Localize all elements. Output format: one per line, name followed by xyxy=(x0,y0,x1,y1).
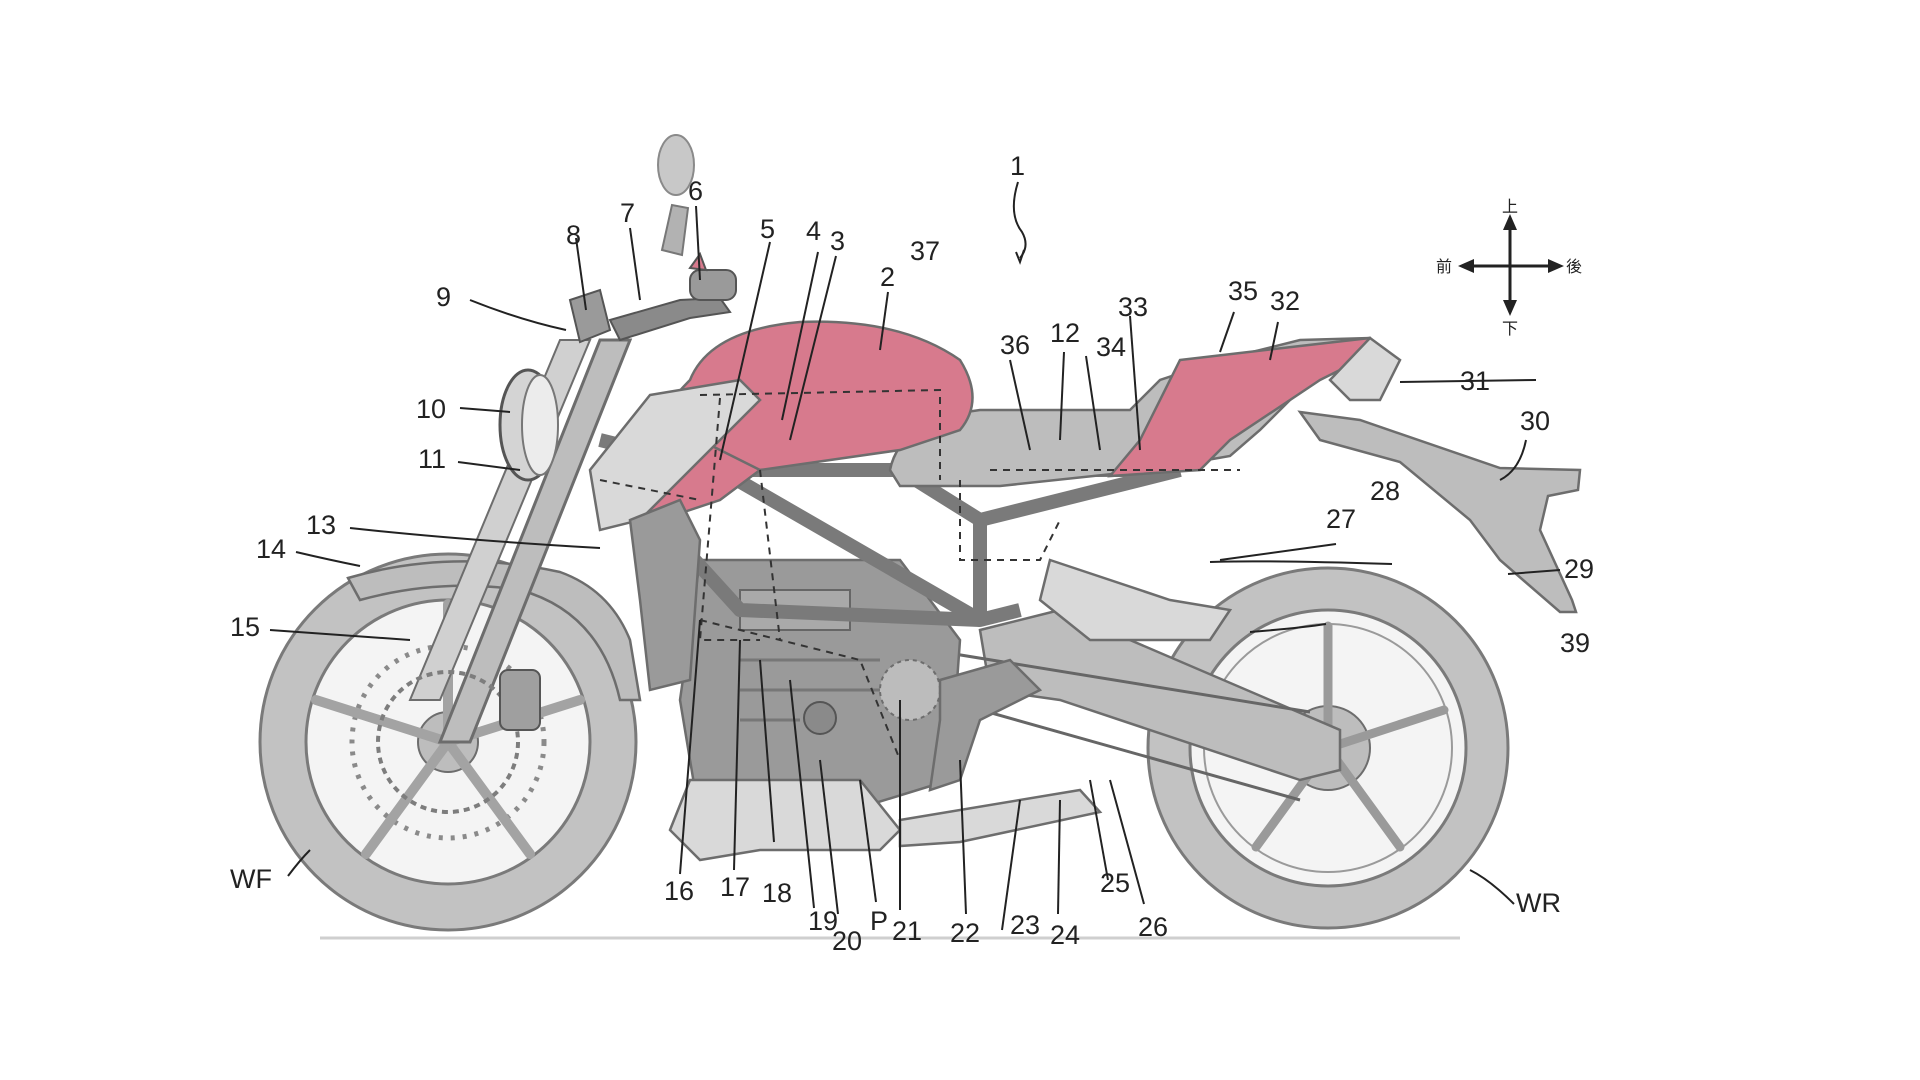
brake-caliper xyxy=(499,669,541,731)
rear-fender-bracket xyxy=(1297,410,1582,614)
ref-label-26: 26 xyxy=(1138,912,1168,942)
ref-label-3: 3 xyxy=(830,226,845,256)
ref-label-2: 2 xyxy=(880,262,895,292)
ref-label-1: 1 xyxy=(1010,151,1025,181)
ref-label-23: 23 xyxy=(1010,910,1040,940)
step-bracket xyxy=(928,658,1043,792)
radiator xyxy=(628,498,702,692)
headlight xyxy=(498,368,559,482)
ref-label-33: 33 xyxy=(1118,292,1148,322)
rear-inner-fender xyxy=(1038,558,1233,642)
ref-label-24: 24 xyxy=(1050,920,1080,950)
ref-label-WR: WR xyxy=(1516,888,1561,918)
direction-up-label: 上 xyxy=(1502,197,1518,216)
ref-label-10: 10 xyxy=(416,394,446,424)
rear-side-cover-red xyxy=(1107,336,1382,478)
ref-label-37: 37 xyxy=(910,236,940,266)
ref-label-18: 18 xyxy=(762,878,792,908)
ref-label-15: 15 xyxy=(230,612,260,642)
ref-label-17: 17 xyxy=(720,872,750,902)
ref-label-25: 25 xyxy=(1100,868,1130,898)
ref-label-8: 8 xyxy=(566,220,581,250)
ref-label-12: 12 xyxy=(1050,318,1080,348)
leader-lines xyxy=(269,181,1561,931)
ref-label-31: 31 xyxy=(1460,366,1490,396)
direction-indicator: 上 下 前 後 xyxy=(1436,197,1582,338)
ref-label-28: 28 xyxy=(1370,476,1400,506)
ref-label-39: 39 xyxy=(1560,628,1590,658)
ref-label-P: P xyxy=(870,906,888,936)
handlebar-assembly xyxy=(568,134,737,344)
ref-label-5: 5 xyxy=(760,214,775,244)
ref-label-WF: WF xyxy=(230,864,272,894)
exhaust-pipe xyxy=(898,788,1103,848)
ref-label-36: 36 xyxy=(1000,330,1030,360)
ref-label-11: 11 xyxy=(418,444,446,474)
ref-label-34: 34 xyxy=(1096,332,1126,362)
ref-label-7: 7 xyxy=(620,198,635,228)
direction-down-label: 下 xyxy=(1502,319,1518,338)
tail-light xyxy=(1328,336,1402,402)
ref-label-22: 22 xyxy=(950,918,980,948)
front-brake-disc xyxy=(376,670,520,814)
direction-front-label: 前 xyxy=(1436,257,1452,276)
ref-label-29: 29 xyxy=(1564,554,1594,584)
ref-label-4: 4 xyxy=(806,216,821,246)
ref-label-6: 6 xyxy=(688,176,703,206)
ref-label-9: 9 xyxy=(436,282,451,312)
ref-label-30: 30 xyxy=(1520,406,1550,436)
ref-label-35: 35 xyxy=(1228,276,1258,306)
ref-label-14: 14 xyxy=(256,534,286,564)
ref-label-19: 19 xyxy=(808,906,838,936)
engine-block xyxy=(668,558,962,862)
hidden-lines xyxy=(599,388,1240,761)
ref-label-13: 13 xyxy=(306,510,336,540)
reference-numerals: 1 2 3 4 5 6 7 8 9 10 11 12 13 14 15 16 1… xyxy=(230,151,1594,956)
ref-label-27: 27 xyxy=(1326,504,1356,534)
ref-label-21: 21 xyxy=(892,916,922,946)
ref-label-20: 20 xyxy=(832,926,862,956)
ref-label-16: 16 xyxy=(664,876,694,906)
ref-label-32: 32 xyxy=(1270,286,1300,316)
direction-rear-label: 後 xyxy=(1566,257,1582,276)
